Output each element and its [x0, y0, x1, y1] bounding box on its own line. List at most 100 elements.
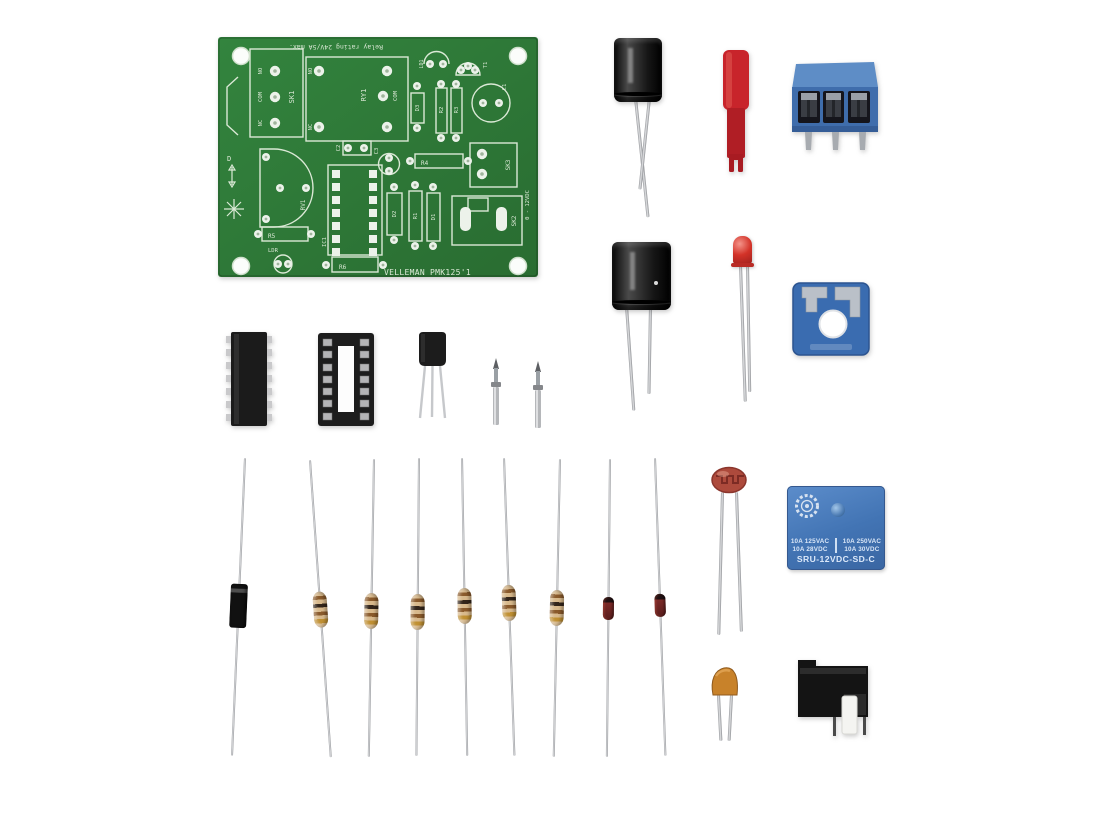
ceramic-cap-head	[711, 667, 738, 696]
resistor-4	[452, 457, 477, 756]
pcb-board: Relay rating 24V/5A max.	[218, 37, 538, 277]
diode-1n4148-1	[597, 458, 620, 757]
capacitor-body	[614, 38, 662, 102]
terminal-openings	[798, 91, 870, 123]
label-c1: C1	[502, 84, 508, 91]
label-nc-sk1: NC	[258, 120, 264, 127]
ldr	[708, 466, 752, 641]
label-r4: R4	[421, 160, 429, 167]
label-sk3: SK3	[505, 159, 512, 170]
trimmer-contact	[801, 286, 828, 313]
label-no-sk1: NO	[258, 68, 264, 75]
resistor-body	[364, 592, 379, 630]
trimmer-adjustment-tool	[723, 50, 749, 172]
jack-legs	[833, 716, 866, 736]
socket-slot	[338, 346, 354, 412]
relay-rating: 10A 125VAC	[790, 538, 830, 545]
trimmer-potentiometer	[792, 282, 870, 356]
pcb-rating-note: Relay rating 24V/5A max.	[289, 43, 383, 51]
label-r3: R3	[454, 107, 460, 114]
trimmer-contact	[834, 286, 861, 318]
electrolytic-capacitor-large	[609, 242, 673, 417]
pcb-brand-text: VELLEMAN PMK125'1	[384, 268, 471, 277]
trimmer-hole	[818, 309, 848, 339]
resistor-1	[300, 459, 341, 758]
relay-divider	[835, 538, 837, 553]
capacitor-lead	[727, 694, 733, 742]
ic-dip14	[226, 332, 272, 426]
label-c3: C3	[374, 148, 380, 155]
led-lead	[739, 264, 747, 402]
relay-rating: 10A 250VAC	[842, 538, 882, 545]
resistor-body	[410, 593, 425, 631]
resistor-2	[359, 458, 384, 757]
label-d-mark: D	[227, 155, 231, 163]
ldr-head	[711, 466, 747, 494]
label-ld1: LD1	[419, 59, 425, 68]
resistor-body	[457, 587, 472, 625]
led-body	[731, 236, 754, 267]
screw-terminal-block	[792, 62, 878, 150]
label-d3: D3	[415, 105, 421, 112]
resistor-body	[312, 591, 329, 629]
relay-rating: 10A 30VDC	[844, 545, 880, 553]
relay-logo-icon	[795, 494, 819, 518]
label-r6: R6	[339, 264, 347, 271]
ic-pins	[226, 336, 272, 421]
diode-body	[602, 596, 615, 621]
dc-power-jack	[798, 660, 868, 736]
label-supply: 0 - 12VDC	[525, 190, 531, 220]
diode-body	[229, 583, 248, 629]
pcb-ic-pads	[332, 170, 377, 256]
label-ldr: LDR	[268, 248, 279, 254]
relay-pin-dot	[831, 503, 845, 517]
pcb-pin-2	[533, 361, 543, 428]
label-c2: C2	[336, 145, 342, 152]
pcb-pin-1	[491, 358, 501, 425]
capacitor-lead	[647, 305, 652, 395]
label-t1: T1	[483, 62, 489, 69]
resistor-3	[406, 457, 429, 756]
socket-contacts	[322, 338, 370, 421]
terminal-pins	[805, 132, 866, 150]
resistor-5	[494, 457, 524, 757]
pcb-pads	[254, 60, 507, 269]
diode-1n4007	[222, 457, 255, 757]
label-nc-ry1: NC	[308, 124, 314, 131]
ic-socket-14pin	[318, 333, 374, 426]
label-no-ry1: NO	[308, 68, 314, 75]
label-d2: D2	[392, 211, 398, 218]
ceramic-capacitor	[706, 664, 746, 746]
diode-1n4148-2	[645, 457, 675, 757]
resistor-6	[544, 458, 570, 757]
label-d1: D1	[431, 214, 437, 221]
label-com-ry1: COM	[393, 90, 399, 101]
label-ry1: RY1	[360, 89, 368, 102]
diode-body	[654, 593, 667, 618]
transistor-to92	[418, 332, 447, 419]
relay-markings: 10A 125VAC 10A 28VDC 10A 250VAC 10A 30VD…	[787, 538, 885, 564]
relay-model: SRU-12VDC-SD-C	[796, 554, 876, 564]
label-ic1: IC1	[322, 237, 328, 247]
transistor-body	[419, 332, 446, 366]
capacitor-body	[612, 242, 671, 310]
led-lead	[746, 264, 751, 393]
label-sk1: SK1	[288, 91, 296, 104]
label-r1: R1	[413, 213, 419, 220]
resistor-body	[501, 584, 517, 622]
pcb-substrate	[218, 37, 538, 277]
capacitor-lead	[717, 694, 722, 742]
label-com-sk1: COM	[258, 91, 264, 102]
label-r5: R5	[268, 233, 276, 240]
relay-12vdc: 10A 125VAC 10A 28VDC 10A 250VAC 10A 30VD…	[787, 486, 885, 570]
electrolytic-capacitor-small	[612, 38, 674, 228]
ldr-lead	[717, 491, 724, 635]
ldr-lead	[735, 491, 743, 632]
ic-body	[231, 332, 267, 426]
jack-pin	[841, 695, 858, 735]
capacitor-lead	[625, 305, 635, 411]
label-rv1: RV1	[300, 199, 307, 210]
resistor-body	[549, 589, 565, 627]
red-led	[731, 234, 757, 404]
